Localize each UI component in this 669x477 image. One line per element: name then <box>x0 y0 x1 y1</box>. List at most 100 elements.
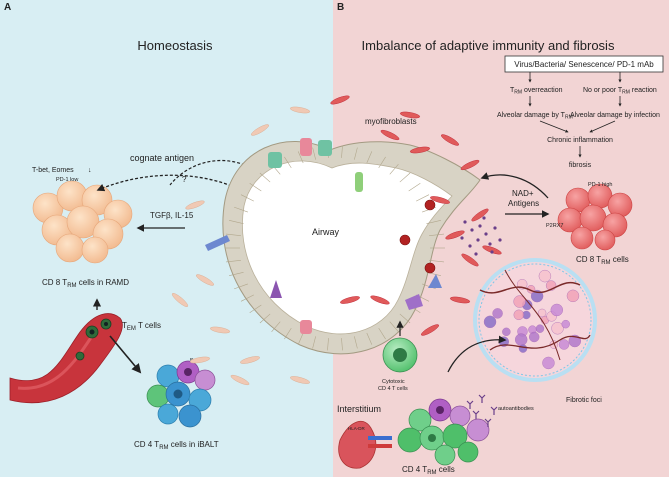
to-foci-arrow <box>447 335 507 373</box>
alveolar-damage-trm-label: Alveolar damage by TRM <box>497 112 573 121</box>
antigen-particle <box>474 252 478 256</box>
epithelial-cell-border <box>259 313 271 324</box>
epithelial-cell-border <box>399 313 411 324</box>
cd8-trm-label: CD 8 TRM cells <box>576 255 629 266</box>
nad-feedback-arrow <box>480 172 549 199</box>
fibroblast <box>445 230 465 240</box>
epithelial-cell-border <box>312 147 316 160</box>
epithelial-cell-border <box>234 206 248 213</box>
epithelial-cell-border <box>389 321 399 333</box>
fibroblast <box>240 356 260 364</box>
fibroblast <box>471 208 489 222</box>
epithelial-cell-border <box>378 327 386 340</box>
antibody-icon <box>490 406 498 415</box>
fibroblasts <box>171 95 502 386</box>
airway-label: Airway <box>312 227 340 237</box>
foci-cell <box>551 322 564 335</box>
epithelial-cell-border <box>229 272 244 276</box>
fibrosis-label: fibrosis <box>569 162 592 169</box>
epithelial-cell-border <box>429 259 445 263</box>
epithelial-cell-border <box>225 259 241 263</box>
antigen-particle <box>493 226 497 230</box>
fibroblast <box>330 95 350 105</box>
fibroblast <box>461 253 479 267</box>
p2rx7-label: P2RX7 <box>546 223 563 229</box>
immune-cell-purple-2 <box>405 294 423 310</box>
trigger-box <box>504 55 664 73</box>
fibroblast <box>380 129 400 141</box>
epithelial-cell-border <box>366 332 373 345</box>
foci-cell <box>566 289 580 303</box>
virus-particle <box>399 234 411 246</box>
immune-cell-blue <box>428 274 442 288</box>
down-arrow-icon: ↓ <box>88 167 92 174</box>
antigen-particle <box>490 250 494 254</box>
cd8-trm-cluster <box>557 183 633 251</box>
fibroblast <box>409 146 431 154</box>
foci-cell <box>513 309 525 321</box>
flow-arrow-6 <box>589 120 616 133</box>
fibroblast <box>189 356 211 364</box>
antigen-particle <box>478 224 482 228</box>
epithelial-cell-border <box>297 151 304 164</box>
epithelial-cell-border <box>354 147 358 160</box>
myofibroblasts-label: myofibroblasts <box>365 117 417 126</box>
virus-particles <box>399 199 436 274</box>
autoantibodies-label: autoantibodies <box>498 406 534 412</box>
epithelial-cell-border <box>408 183 421 192</box>
foci-cell <box>535 324 545 333</box>
fibroblast <box>171 293 189 307</box>
fibroblast <box>421 324 439 336</box>
epithelial-cell-border <box>249 304 262 313</box>
antigen-presenting-cell <box>338 420 392 469</box>
foci-cell <box>558 339 570 350</box>
epithelial-cell-border <box>426 220 441 224</box>
antigen-particle <box>468 244 472 248</box>
antigen-particle <box>476 238 480 242</box>
fibroblast <box>430 196 450 204</box>
epithelial-cell-border <box>271 321 281 333</box>
fibroblast <box>185 200 205 210</box>
fibroblast <box>340 296 360 304</box>
fibrotic-foci <box>473 258 597 382</box>
cytotoxic-label: Cytotoxic <box>382 379 405 385</box>
cognate-antigen-arrow <box>96 174 259 201</box>
epithelial-cell-pink <box>300 138 312 156</box>
fibroblast <box>289 106 311 114</box>
panel-a-letter: A <box>4 2 11 13</box>
blood-vessel <box>9 313 123 404</box>
foci-cell <box>561 319 570 329</box>
foci-cell <box>542 356 555 370</box>
antigen-particles <box>460 216 502 256</box>
immune-cell-purple <box>270 280 282 298</box>
chronic-inflammation-label: Chronic inflammation <box>547 137 613 144</box>
epithelial-cell-border <box>341 145 343 158</box>
fibroblast <box>251 124 269 136</box>
fibrotic-foci-label: Fibrotic foci <box>566 397 602 404</box>
fibroblast <box>370 295 390 305</box>
fibroblast <box>441 134 459 146</box>
epithelial-cell-teal-2 <box>318 140 332 156</box>
foci-cell <box>529 331 540 343</box>
pd1-high-label: PD-1 high <box>588 182 612 188</box>
trm-overreaction-label: TRM overreaction <box>510 87 563 96</box>
foci-cell <box>513 295 526 308</box>
virus-particle <box>424 262 436 274</box>
epithelial-cell-border <box>341 338 343 351</box>
epithelial-cell-border <box>284 156 292 169</box>
antigen-particle <box>484 232 488 236</box>
dendritic-cell <box>205 235 230 251</box>
nad-label: NAD+ <box>512 189 534 198</box>
epithelial-cell-border <box>389 163 399 175</box>
antigen-particle <box>470 228 474 232</box>
antibody-icon <box>472 410 480 419</box>
epithelial-cell-border <box>378 156 386 169</box>
cd4-cell-cluster-ibalt <box>146 360 216 428</box>
fibroblast <box>399 111 421 119</box>
foci-cell <box>483 315 497 329</box>
cognate-antigen-label: cognate antigen <box>130 153 194 163</box>
epithelial-cell-border <box>312 336 316 349</box>
question-mark-label: ? <box>182 175 187 184</box>
